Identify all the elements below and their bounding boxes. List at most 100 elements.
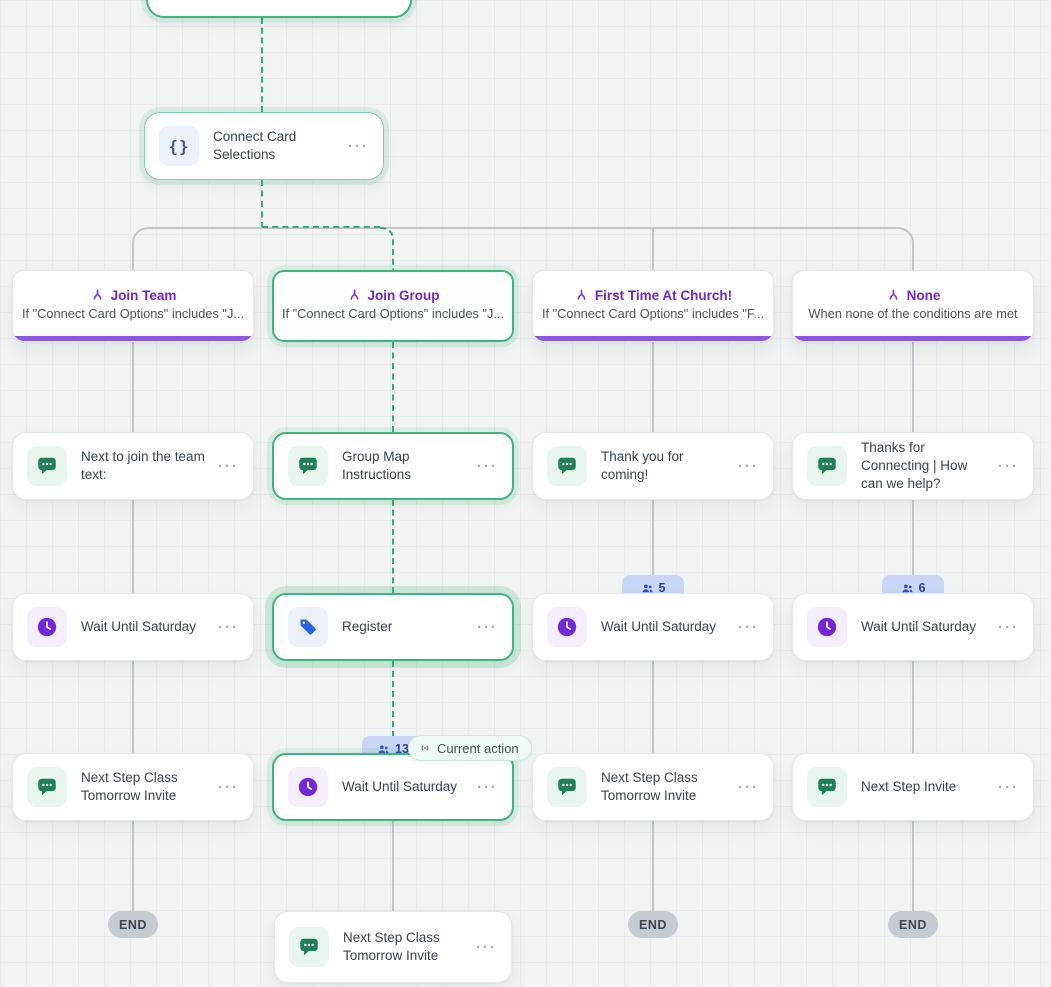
node-message[interactable]: Next to join the team text: ··· bbox=[12, 432, 254, 500]
message-bubble-icon bbox=[547, 446, 587, 486]
clock-icon bbox=[547, 607, 587, 647]
current-action-pill: Current action bbox=[408, 735, 532, 761]
message-bubble-icon bbox=[27, 767, 67, 807]
branch-split-icon bbox=[889, 288, 898, 300]
tag-icon bbox=[288, 607, 328, 647]
connector-col4-r3 bbox=[912, 661, 914, 753]
clock-icon bbox=[27, 607, 67, 647]
node-menu-button[interactable]: ··· bbox=[738, 457, 759, 475]
branch-first-time-at-church[interactable]: First Time At Church! If "Connect Card O… bbox=[532, 270, 774, 342]
branch-split-icon bbox=[350, 288, 358, 300]
node-menu-button[interactable]: ··· bbox=[998, 778, 1019, 796]
audience-count: 5 bbox=[658, 581, 666, 595]
node-menu-button[interactable]: ··· bbox=[738, 778, 759, 796]
connector-branch3-drop bbox=[652, 228, 654, 270]
branch-bottom-bar bbox=[13, 336, 253, 341]
connector-col1-r2 bbox=[132, 500, 134, 593]
node-message[interactable]: Next Step Class Tomorrow Invite ··· bbox=[532, 753, 774, 821]
node-menu-button[interactable]: ··· bbox=[218, 457, 239, 475]
branch-condition: If "Connect Card Options" includes "J... bbox=[21, 305, 245, 321]
node-label: Group Map Instructions bbox=[342, 448, 412, 482]
branch-split-icon bbox=[577, 288, 586, 300]
node-menu-button[interactable]: ··· bbox=[348, 137, 369, 155]
node-label: Connect Card Selections bbox=[213, 128, 297, 162]
connector-col2-r2-dashed bbox=[392, 500, 394, 593]
node-connect-card-selections[interactable]: {} Connect Card Selections ··· bbox=[144, 112, 384, 180]
node-label: Next Step Class Tomorrow Invite bbox=[343, 929, 440, 963]
end-marker: END bbox=[628, 911, 678, 938]
node-wait[interactable]: Wait Until Saturday ··· bbox=[792, 593, 1034, 661]
node-wait-current[interactable]: Wait Until Saturday ··· bbox=[272, 753, 514, 821]
node-menu-button[interactable]: ··· bbox=[477, 778, 498, 796]
message-bubble-icon bbox=[288, 446, 328, 486]
current-action-label: Current action bbox=[437, 740, 519, 756]
end-marker: END bbox=[108, 911, 158, 938]
connector-active-horizontal-dashed bbox=[262, 226, 380, 228]
clock-icon bbox=[807, 607, 847, 647]
branch-title: First Time At Church! bbox=[594, 287, 733, 303]
node-menu-button[interactable]: ··· bbox=[476, 938, 497, 956]
connector-col3-r2 bbox=[652, 500, 654, 576]
connector-col1-r3 bbox=[132, 661, 134, 753]
branch-join-group[interactable]: Join Group If "Connect Card Options" inc… bbox=[272, 270, 514, 342]
audience-count: 13 bbox=[395, 742, 409, 756]
node-message[interactable]: Next Step Invite ··· bbox=[792, 753, 1034, 821]
branch-condition: If "Connect Card Options" includes "J... bbox=[281, 305, 505, 321]
connector-col1-r1 bbox=[132, 342, 134, 432]
connector-top-dashed bbox=[261, 18, 263, 112]
node-menu-button[interactable]: ··· bbox=[218, 618, 239, 636]
connector-col4-r4 bbox=[912, 821, 914, 911]
node-tag-register[interactable]: Register ··· bbox=[272, 593, 514, 661]
node-menu-button[interactable]: ··· bbox=[998, 457, 1019, 475]
node-label: Wait Until Saturday bbox=[342, 778, 458, 794]
people-icon bbox=[902, 583, 912, 592]
node-menu-button[interactable]: ··· bbox=[998, 618, 1019, 636]
message-bubble-icon bbox=[807, 767, 847, 807]
node-message[interactable]: Next Step Class Tomorrow Invite ··· bbox=[12, 753, 254, 821]
node-label: Next Step Class Tomorrow Invite bbox=[81, 769, 178, 803]
node-message[interactable]: Thanks for Connecting | How can we help?… bbox=[792, 432, 1034, 500]
connector-col2-r4 bbox=[392, 821, 394, 911]
broadcast-icon bbox=[421, 745, 429, 751]
node-top-partial[interactable] bbox=[146, 0, 412, 18]
connector-col3-r4 bbox=[652, 821, 654, 911]
connector-col3-r1 bbox=[652, 342, 654, 432]
message-bubble-icon bbox=[547, 767, 587, 807]
branch-bottom-bar bbox=[793, 336, 1033, 341]
branch-title: Join Group bbox=[367, 287, 440, 303]
branch-condition: If "Connect Card Options" includes "F... bbox=[541, 305, 765, 321]
node-label: Thank you for coming! bbox=[601, 448, 684, 482]
branch-none[interactable]: None When none of the conditions are met bbox=[792, 270, 1034, 342]
branch-bottom-bar bbox=[533, 336, 773, 341]
node-label: Wait Until Saturday bbox=[601, 618, 717, 634]
node-label: Next Step Class Tomorrow Invite bbox=[601, 769, 698, 803]
branch-title: Join Team bbox=[110, 287, 177, 303]
audience-count: 6 bbox=[918, 581, 926, 595]
connector-col2-r3-dashed bbox=[392, 661, 394, 737]
node-label: Wait Until Saturday bbox=[81, 618, 197, 634]
connector-col2-r1-dashed bbox=[392, 342, 394, 432]
people-icon bbox=[378, 744, 389, 753]
node-message[interactable]: Group Map Instructions ··· bbox=[272, 432, 514, 500]
braces-icon: {} bbox=[159, 126, 199, 166]
node-menu-button[interactable]: ··· bbox=[477, 618, 498, 636]
node-label: Wait Until Saturday bbox=[861, 618, 977, 634]
node-menu-button[interactable]: ··· bbox=[218, 778, 239, 796]
node-message[interactable]: Thank you for coming! ··· bbox=[532, 432, 774, 500]
connector-col1-r4 bbox=[132, 821, 134, 911]
branch-title: None bbox=[906, 287, 941, 303]
node-menu-button[interactable]: ··· bbox=[738, 618, 759, 636]
connector-col4-r1 bbox=[912, 342, 914, 432]
branch-join-team[interactable]: Join Team If "Connect Card Options" incl… bbox=[12, 270, 254, 342]
connector-branch-rail bbox=[132, 227, 914, 271]
node-menu-button[interactable]: ··· bbox=[477, 457, 498, 475]
message-bubble-icon bbox=[27, 446, 67, 486]
node-message[interactable]: Next Step Class Tomorrow Invite ··· bbox=[274, 911, 512, 983]
connector-col4-r2 bbox=[912, 500, 914, 576]
node-wait[interactable]: Wait Until Saturday ··· bbox=[532, 593, 774, 661]
node-wait[interactable]: Wait Until Saturday ··· bbox=[12, 593, 254, 661]
connector-connectcard-dashed bbox=[261, 180, 263, 228]
branch-split-icon bbox=[93, 288, 102, 300]
clock-icon bbox=[288, 767, 328, 807]
